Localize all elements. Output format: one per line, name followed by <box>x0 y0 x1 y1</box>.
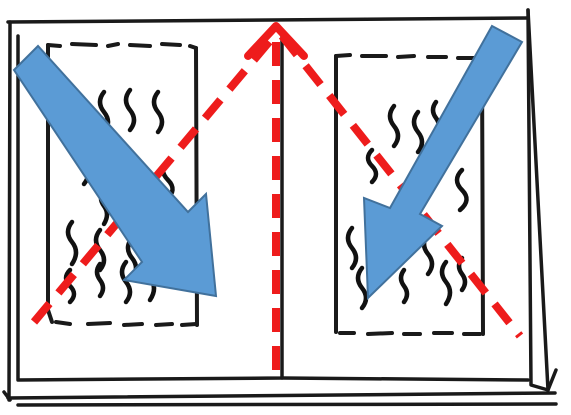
squiggle <box>457 170 467 210</box>
squiggle <box>368 150 376 182</box>
frame-top-edge <box>8 18 528 22</box>
squiggle <box>122 262 130 302</box>
left-box-top-dashes <box>48 44 196 48</box>
squiggle <box>358 268 366 308</box>
left-box-bottom-dashes <box>56 322 196 325</box>
squiggle <box>154 92 162 132</box>
inner-frame-bottom <box>282 378 528 380</box>
arrow-down-left-icon <box>364 26 522 298</box>
squiggle <box>401 270 407 302</box>
frame-left-edge <box>4 22 10 400</box>
frame-bottom-shadow-edge <box>18 404 556 405</box>
squiggle <box>390 106 398 146</box>
right-box-bottom-dashes <box>340 333 480 334</box>
squiggle <box>68 222 76 264</box>
frame-bottom-edge <box>8 393 555 398</box>
squiggle <box>126 90 134 130</box>
arrow-down-right-icon <box>14 46 216 296</box>
squiggle <box>414 112 422 152</box>
squiggle <box>348 228 356 268</box>
right-box-top-dashes <box>336 55 480 58</box>
squiggle <box>442 262 450 304</box>
